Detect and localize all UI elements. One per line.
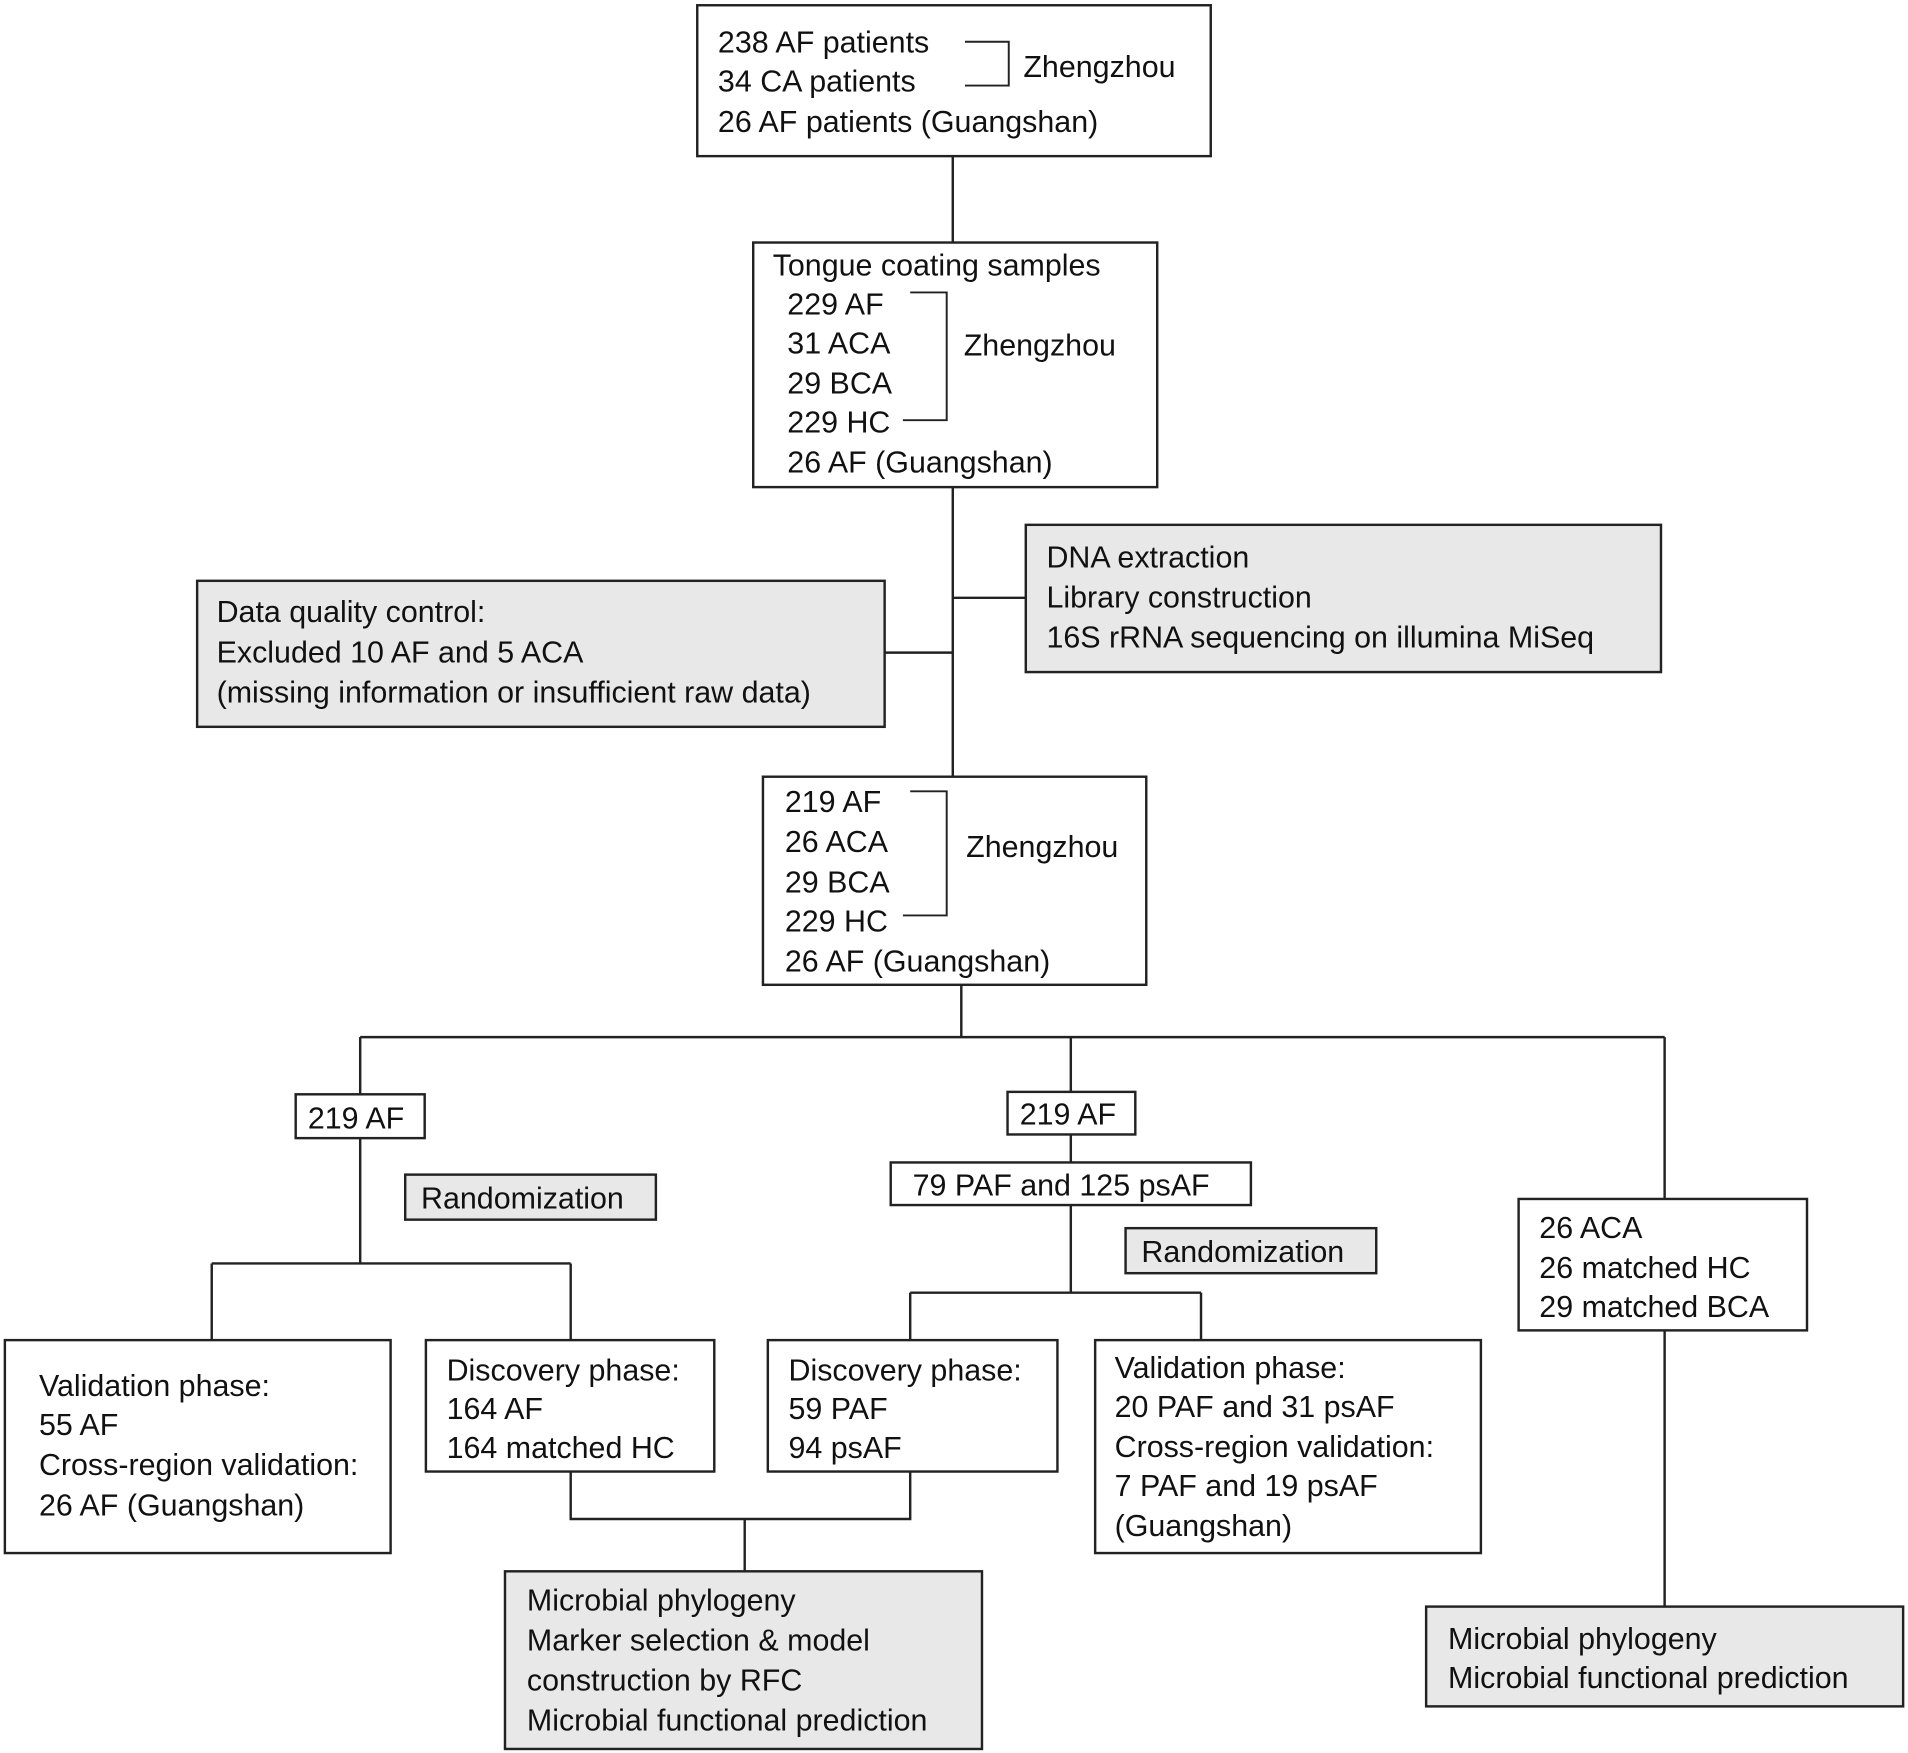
- analysis-line: Microbial functional prediction: [527, 1704, 928, 1738]
- samples-line: 229 HC: [787, 405, 890, 439]
- validation-line: 20 PAF and 31 psAF: [1115, 1390, 1395, 1424]
- right-line: 29 matched BCA: [1539, 1290, 1770, 1324]
- qc-line: (missing information or insufficient raw…: [217, 675, 811, 709]
- cohort-line: 229 HC: [785, 904, 888, 938]
- left-af-label: 219 AF: [308, 1101, 404, 1135]
- cohort-line: 26 ACA: [785, 825, 889, 859]
- analysis-line: construction by RFC: [527, 1664, 802, 1698]
- middle-af-label: 219 AF: [1020, 1098, 1116, 1132]
- region-bracket: [902, 790, 948, 917]
- connector-lines: [210, 156, 1666, 1607]
- validation-line: Validation phase:: [39, 1369, 270, 1403]
- sequencing-box: DNA extraction Library construction 16S …: [1024, 523, 1663, 674]
- validation-line: Cross-region validation:: [1115, 1430, 1434, 1464]
- discovery-line: 94 psAF: [789, 1431, 902, 1465]
- randomization-label: Randomization: [1141, 1235, 1344, 1269]
- main-analysis-box: Microbial phylogeny Marker selection & m…: [503, 1570, 984, 1751]
- cohort-line: 219 AF: [785, 785, 881, 819]
- discovery-line: Discovery phase:: [789, 1353, 1022, 1387]
- validation-line: Validation phase:: [1115, 1351, 1346, 1385]
- validation-line: (Guangshan): [1115, 1509, 1292, 1543]
- analysis-line: Microbial phylogeny: [527, 1583, 797, 1617]
- enrollment-line: 26 AF patients (Guangshan): [718, 105, 1098, 139]
- samples-line: 26 AF (Guangshan): [787, 446, 1052, 480]
- enrollment-line: 34 CA patients: [718, 65, 916, 99]
- right-line: 26 matched HC: [1539, 1251, 1750, 1285]
- enrollment-line: 238 AF patients: [718, 26, 929, 60]
- sequencing-line: Library construction: [1046, 581, 1311, 615]
- validation-line: 26 AF (Guangshan): [39, 1488, 304, 1522]
- middle-branch: 219 AF 79 PAF and 125 psAF Randomization…: [766, 1090, 1483, 1555]
- subtypes-label: 79 PAF and 125 psAF: [913, 1168, 1210, 1202]
- sequencing-line: DNA extraction: [1046, 540, 1249, 574]
- region-bracket: [964, 40, 1010, 87]
- quality-control-box: Data quality control: Excluded 10 AF and…: [195, 579, 886, 729]
- analysis-line: Marker selection & model: [527, 1623, 870, 1657]
- region-label: Zhengzhou: [1023, 50, 1175, 84]
- region-label: Zhengzhou: [964, 329, 1116, 363]
- cohort-line: 29 BCA: [785, 865, 891, 899]
- enrollment-box: 238 AF patients 34 CA patients 26 AF pat…: [696, 4, 1212, 158]
- region-label: Zhengzhou: [966, 830, 1118, 864]
- qc-line: Data quality control:: [217, 595, 486, 629]
- discovery-line: 164 AF: [447, 1392, 543, 1426]
- left-branch: 219 AF Randomization Validation phase: 5…: [3, 1093, 716, 1555]
- right-analysis-line: Microbial phylogeny: [1448, 1622, 1718, 1656]
- right-analysis-line: Microbial functional prediction: [1448, 1661, 1849, 1695]
- discovery-line: 164 matched HC: [447, 1431, 675, 1465]
- validation-line: 55 AF: [39, 1408, 118, 1442]
- right-line: 26 ACA: [1539, 1211, 1643, 1245]
- samples-box: Tongue coating samples 229 AF 31 ACA 29 …: [752, 241, 1159, 489]
- qc-line: Excluded 10 AF and 5 ACA: [217, 635, 585, 669]
- validation-line: Cross-region validation:: [39, 1448, 358, 1482]
- right-branch: 26 ACA 26 matched HC 29 matched BCA Micr…: [1424, 1197, 1905, 1708]
- cohort-line: 26 AF (Guangshan): [785, 944, 1050, 978]
- samples-line: 29 BCA: [787, 366, 893, 400]
- final-cohort-box: 219 AF 26 ACA 29 BCA 229 HC 26 AF (Guang…: [761, 775, 1148, 987]
- region-bracket: [902, 291, 948, 422]
- samples-line: 31 ACA: [787, 326, 891, 360]
- validation-line: 7 PAF and 19 psAF: [1115, 1469, 1378, 1503]
- samples-line: 229 AF: [787, 287, 883, 321]
- discovery-line: Discovery phase:: [447, 1353, 680, 1387]
- discovery-line: 59 PAF: [789, 1392, 888, 1426]
- randomization-label: Randomization: [421, 1182, 624, 1216]
- samples-title: Tongue coating samples: [773, 248, 1101, 282]
- sequencing-line: 16S rRNA sequencing on illumina MiSeq: [1046, 621, 1594, 655]
